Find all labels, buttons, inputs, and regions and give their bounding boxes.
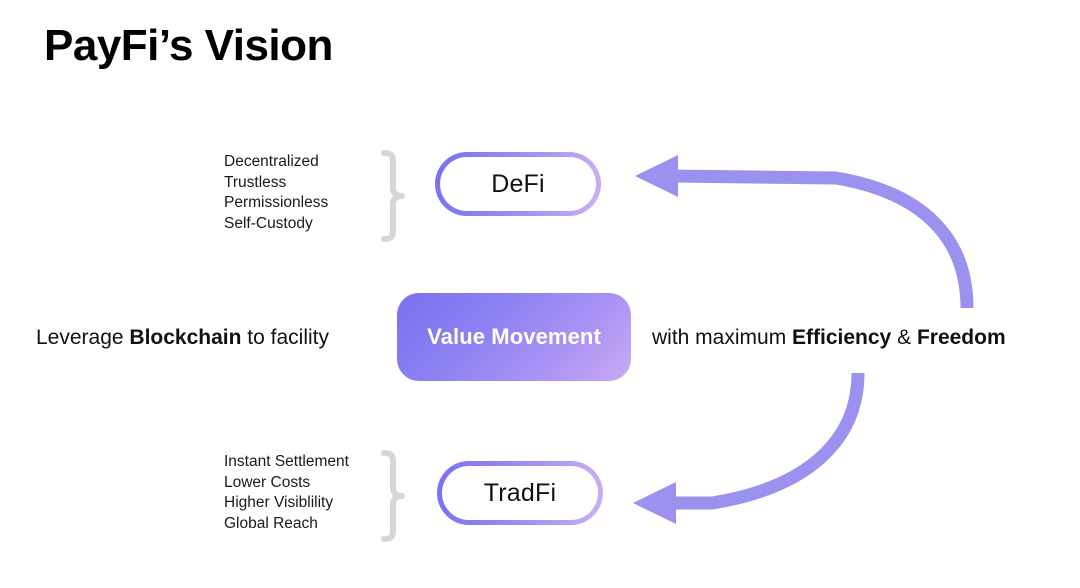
- node-defi-label: DeFi: [491, 169, 545, 198]
- node-defi[interactable]: DeFi: [435, 152, 601, 216]
- curly-brace-icon: [380, 150, 406, 242]
- node-value-movement-label: Value Movement: [427, 324, 601, 349]
- left-phrase-emphasis: Blockchain: [129, 326, 242, 349]
- left-phrase: Leverage Blockchain to facility: [36, 327, 329, 348]
- right-phrase-before: with maximum: [652, 326, 793, 349]
- node-tradfi-inner: TradFi: [442, 466, 598, 520]
- node-defi-inner: DeFi: [440, 157, 596, 211]
- list-item: Permissionless: [224, 194, 329, 211]
- arrow-to-tradfi-icon: [633, 372, 865, 524]
- right-phrase-emphasis-efficiency: Efficiency: [792, 326, 892, 349]
- list-item: Higher Visiblility: [224, 494, 334, 511]
- list-item: Trustless: [224, 173, 287, 191]
- node-value-movement[interactable]: Value Movement: [397, 293, 631, 381]
- list-item: Decentralized: [224, 153, 319, 170]
- page-title: PayFi’s Vision: [44, 21, 333, 70]
- node-tradfi-label: TradFi: [483, 478, 557, 507]
- list-item: Self-Custody: [224, 214, 313, 232]
- right-phrase-middle: &: [891, 326, 917, 349]
- left-phrase-before: Leverage: [36, 326, 130, 349]
- node-tradfi[interactable]: TradFi: [437, 461, 603, 525]
- right-phrase-emphasis-freedom: Freedom: [916, 326, 1006, 349]
- defi-feature-list: Decentralized Trustless Permissionless S…: [224, 152, 328, 234]
- curly-brace-icon: [380, 450, 406, 542]
- right-phrase: with maximum Efficiency & Freedom: [652, 327, 1006, 348]
- tradfi-feature-list: Instant Settlement Lower Costs Higher Vi…: [224, 452, 349, 534]
- list-item: Instant Settlement: [224, 453, 349, 470]
- list-item: Lower Costs: [224, 473, 311, 491]
- left-phrase-after: to facility: [241, 326, 329, 349]
- arrow-to-defi-icon: [635, 155, 974, 309]
- list-item: Global Reach: [224, 514, 318, 532]
